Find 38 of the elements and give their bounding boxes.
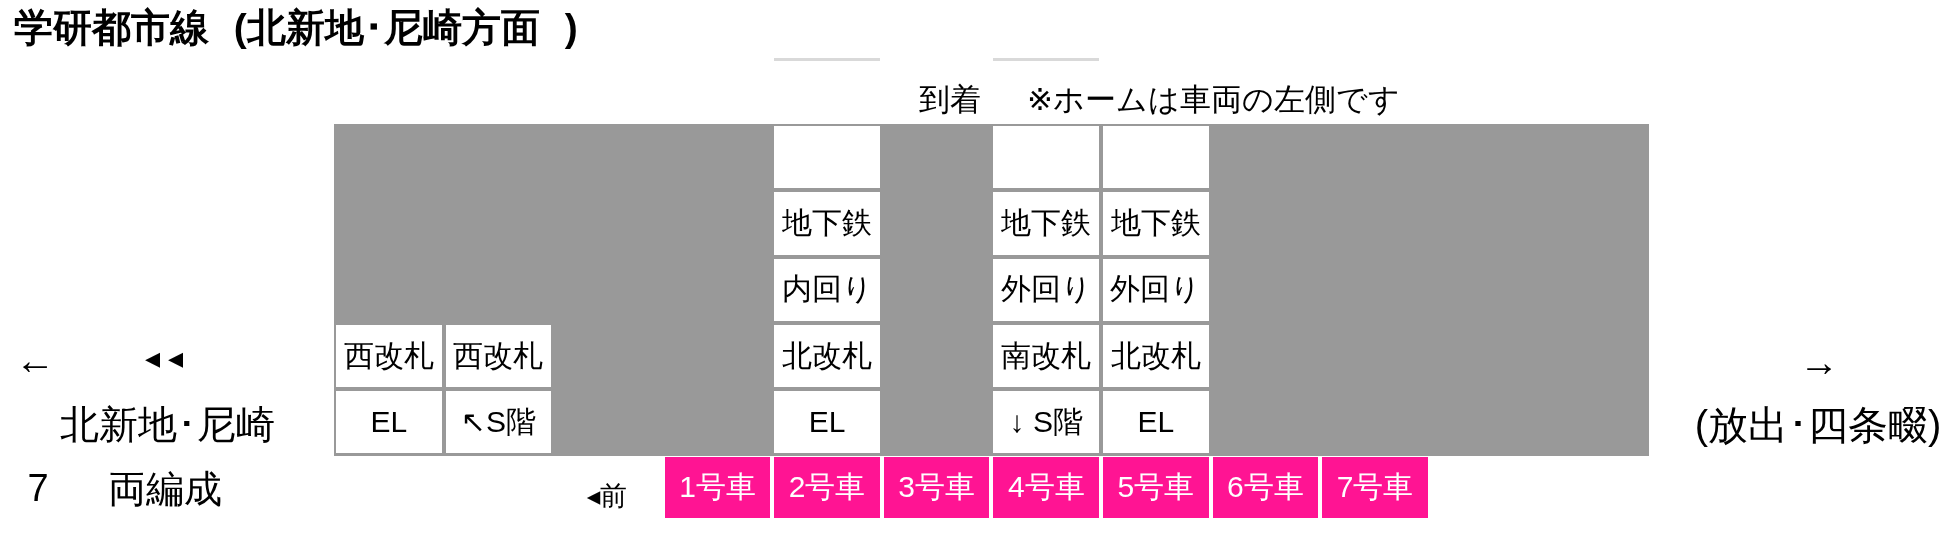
blank-cell — [1103, 126, 1209, 189]
platform-note: ※ホームは車両の左側です — [1027, 82, 1400, 118]
destination-label: 北新地･尼崎 — [59, 402, 275, 448]
info-cell: 西改札 — [445, 324, 552, 388]
direction-arrow: → — [1799, 339, 1839, 385]
destination-label: (放出･四条畷) — [1694, 402, 1942, 448]
info-cell: EL — [774, 391, 880, 454]
car-count-number: 7 — [27, 467, 49, 511]
info-cell: ↓ S階 — [993, 391, 1100, 454]
car-cell: 1号車 — [664, 456, 771, 518]
info-cell: 外回り — [993, 258, 1100, 321]
info-cell: EL — [1103, 391, 1209, 454]
info-cell: 西改札 — [336, 324, 442, 388]
info-cell: 地下鉄 — [1103, 192, 1209, 255]
platform-panel — [334, 124, 1649, 456]
car-cell: 7号車 — [1322, 456, 1428, 518]
info-cell: 外回り — [1103, 258, 1209, 321]
info-cell: EL — [336, 391, 442, 454]
blank-cell — [774, 126, 880, 189]
info-cell: 地下鉄 — [774, 192, 880, 255]
formation-label: 両編成 — [108, 468, 222, 512]
info-cell: 地下鉄 — [993, 192, 1100, 255]
blank-cell — [993, 126, 1100, 189]
car-cell: 4号車 — [993, 456, 1100, 518]
info-cell: 北改札 — [1103, 324, 1209, 388]
direction-arrow: ← — [15, 337, 55, 383]
direction-marker: ◂◂ — [144, 340, 192, 376]
car-cell: 6号車 — [1212, 456, 1319, 518]
info-cell: 内回り — [774, 258, 880, 321]
diagram-title: 学研都市線 (北新地･尼崎方面 ) — [14, 5, 578, 51]
info-cell: 南改札 — [993, 324, 1100, 388]
arrival-label: 到着 — [919, 82, 981, 118]
info-cell: 北改札 — [774, 324, 880, 388]
car-cell: 5号車 — [1103, 456, 1209, 518]
front-marker-label: ◂前 — [586, 481, 628, 513]
car-cell: 3号車 — [883, 456, 990, 518]
info-cell: ↖S階 — [445, 391, 552, 454]
car-cell: 2号車 — [774, 456, 880, 518]
